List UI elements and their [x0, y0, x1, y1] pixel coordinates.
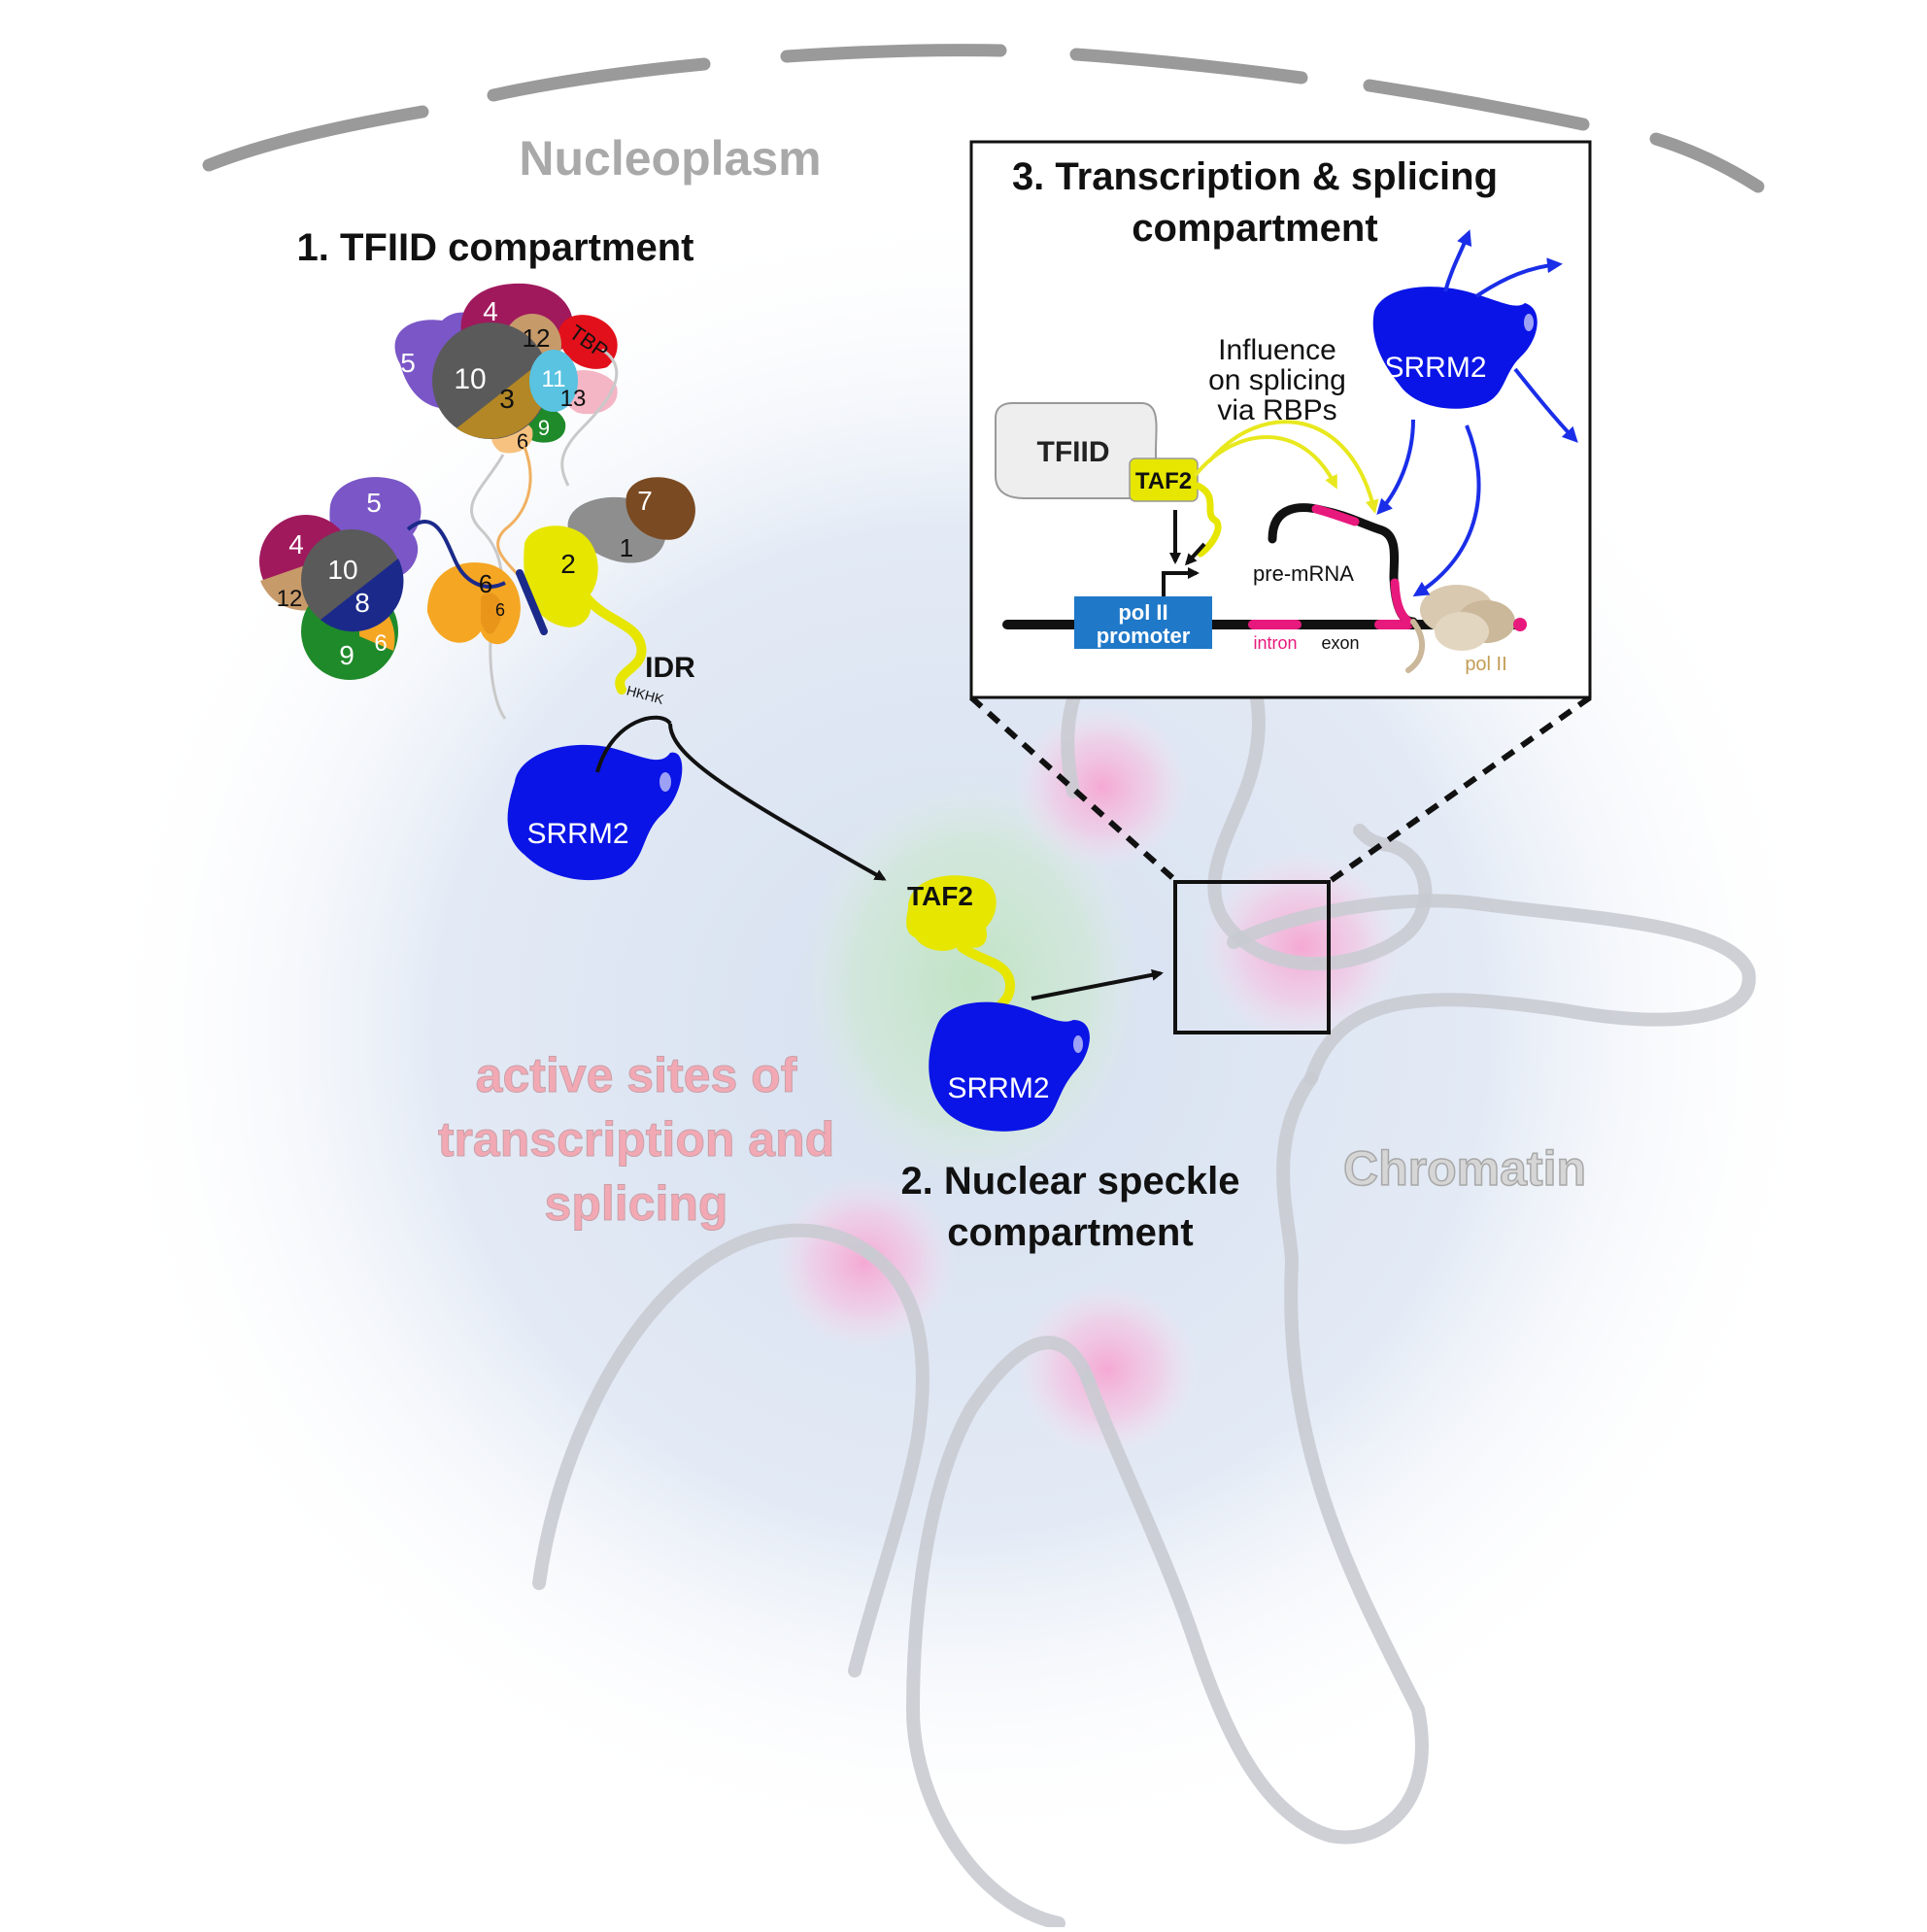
subunit-label: 13 [560, 386, 587, 412]
srrm2-splicing-arrow [1412, 424, 1481, 597]
srrm2-label: SRRM2 [1384, 352, 1486, 384]
subunit-label: 11 [542, 366, 566, 392]
speckle-to-site-arrow [1031, 968, 1164, 1000]
subunit-label: 6 [374, 630, 387, 657]
taf2-to-promoter-arrow [1184, 542, 1206, 566]
taf2-inset-box [1129, 458, 1199, 502]
subunit-label: 6 [495, 600, 505, 620]
taf8-helix [516, 569, 548, 635]
subunit-label: 12 [277, 586, 303, 612]
subunit-label: 10 [327, 555, 357, 585]
taf8-linker [406, 520, 506, 589]
srrm2-out-arrow [1513, 367, 1578, 443]
intron-label: intron [1253, 633, 1297, 653]
srrm2-protein-free: SRRM2 [507, 744, 683, 881]
subunit-label: 4 [288, 529, 304, 559]
tfiid-compartment-title: 1. TFIID compartment [297, 226, 694, 269]
inset-title-line2: compartment [1132, 207, 1377, 250]
pre-mrna-label: pre-mRNA [1253, 561, 1354, 586]
zoom-region-box [1173, 880, 1331, 1034]
srrm2-label: SRRM2 [526, 818, 628, 850]
srrm2-protein-bound [929, 1001, 1090, 1132]
subunit-label: 4 [483, 296, 498, 326]
chromatin-label: Chromatin [1343, 1141, 1586, 1196]
subunit-label: 12 [523, 323, 551, 353]
active-site-pink-blob [1015, 1282, 1200, 1457]
tfiid-top-lobe: 4 5 10 3 12 11 13 6 9 TBP [394, 283, 619, 487]
subunit-label: 9 [339, 640, 355, 670]
taf8-subunit [321, 559, 404, 632]
taf2-protein [906, 875, 997, 951]
tfiid-complex-box [995, 402, 1158, 499]
promoter-label-line1: pol II [1118, 600, 1167, 625]
subunit-label: 5 [366, 488, 382, 518]
active-sites-label: active sites of transcription and splici… [437, 1048, 834, 1232]
srrm2-binding-arc [595, 715, 672, 773]
taf7-subunit [625, 477, 695, 540]
subunit-label: 6 [479, 569, 492, 598]
exon-label: exon [1321, 633, 1359, 653]
taf2-subunit [524, 525, 598, 627]
subunit-label: 2 [560, 549, 576, 579]
tss-arrow [1162, 567, 1200, 597]
tbp-subunit [558, 315, 618, 369]
active-site-pink-blob [1200, 850, 1403, 1044]
subunit-label: 1 [620, 533, 633, 562]
taf2-label: TAF2 [907, 881, 973, 911]
tfiid-bottom-lobe: 4 12 10 8 9 6 5 6 6 7 1 2 [259, 477, 695, 695]
srrm2-out-arrow [1474, 257, 1563, 298]
nucleoplasm-label: Nucleoplasm [519, 131, 821, 186]
promoter-label-line2: promoter [1097, 624, 1191, 648]
influence-line2: on splicing [1208, 364, 1346, 396]
pol2-promoter-box [1074, 596, 1212, 649]
subunit-label: 3 [499, 384, 515, 414]
influence-line1: Influence [1218, 334, 1336, 366]
taf3-subunit [456, 359, 549, 439]
tbp-linker [560, 348, 619, 487]
recruitment-arrow [668, 723, 887, 881]
taf2-idr [578, 588, 647, 695]
taf2-inset-idr [1194, 482, 1222, 558]
subunit-label: 9 [538, 416, 550, 440]
speckle-title-line2: compartment [947, 1211, 1193, 1254]
active-sites-line2: transcription and [438, 1112, 834, 1167]
srrm2-splicing-arrow [1376, 419, 1415, 515]
nuclear-envelope [202, 44, 1765, 193]
pol2-enzyme [1405, 585, 1527, 673]
active-site-pink-blob [1015, 704, 1190, 869]
active-sites-line3: splicing [545, 1176, 728, 1231]
speckle-title-line1: 2. Nuclear speckle [900, 1160, 1239, 1203]
subunit-label: 7 [637, 486, 653, 516]
subunit-label: 5 [400, 348, 416, 378]
tfiid-linkers [469, 446, 532, 720]
active-sites-line1: active sites of [476, 1048, 797, 1102]
zoom-connector-right [1327, 695, 1592, 885]
taf2-influence-arrow-2 [1207, 420, 1379, 514]
pre-mrna-intron [1311, 504, 1360, 526]
subunit-label: 10 [454, 363, 486, 395]
taf2-inset-label: TAF2 [1135, 468, 1192, 494]
pre-mrna-intron [1390, 578, 1413, 627]
srrm2-out-arrow [1443, 229, 1472, 292]
taf6-hinge [481, 593, 502, 634]
idr-label: IDR [645, 652, 695, 684]
taf2-srrm2-complex: TAF2 HKHK SRRM2 [906, 875, 1090, 1132]
pol2-label: pol II [1465, 654, 1506, 675]
tfiid-label: TFIID [1037, 436, 1110, 468]
subunit-label: 8 [355, 588, 370, 618]
srrm2-protein-inset: SRRM2 [1372, 287, 1538, 409]
taf11-subunit [529, 350, 578, 412]
inset-title-line1: 3. Transcription & splicing [1012, 155, 1498, 198]
srrm2-label: SRRM2 [947, 1072, 1049, 1104]
